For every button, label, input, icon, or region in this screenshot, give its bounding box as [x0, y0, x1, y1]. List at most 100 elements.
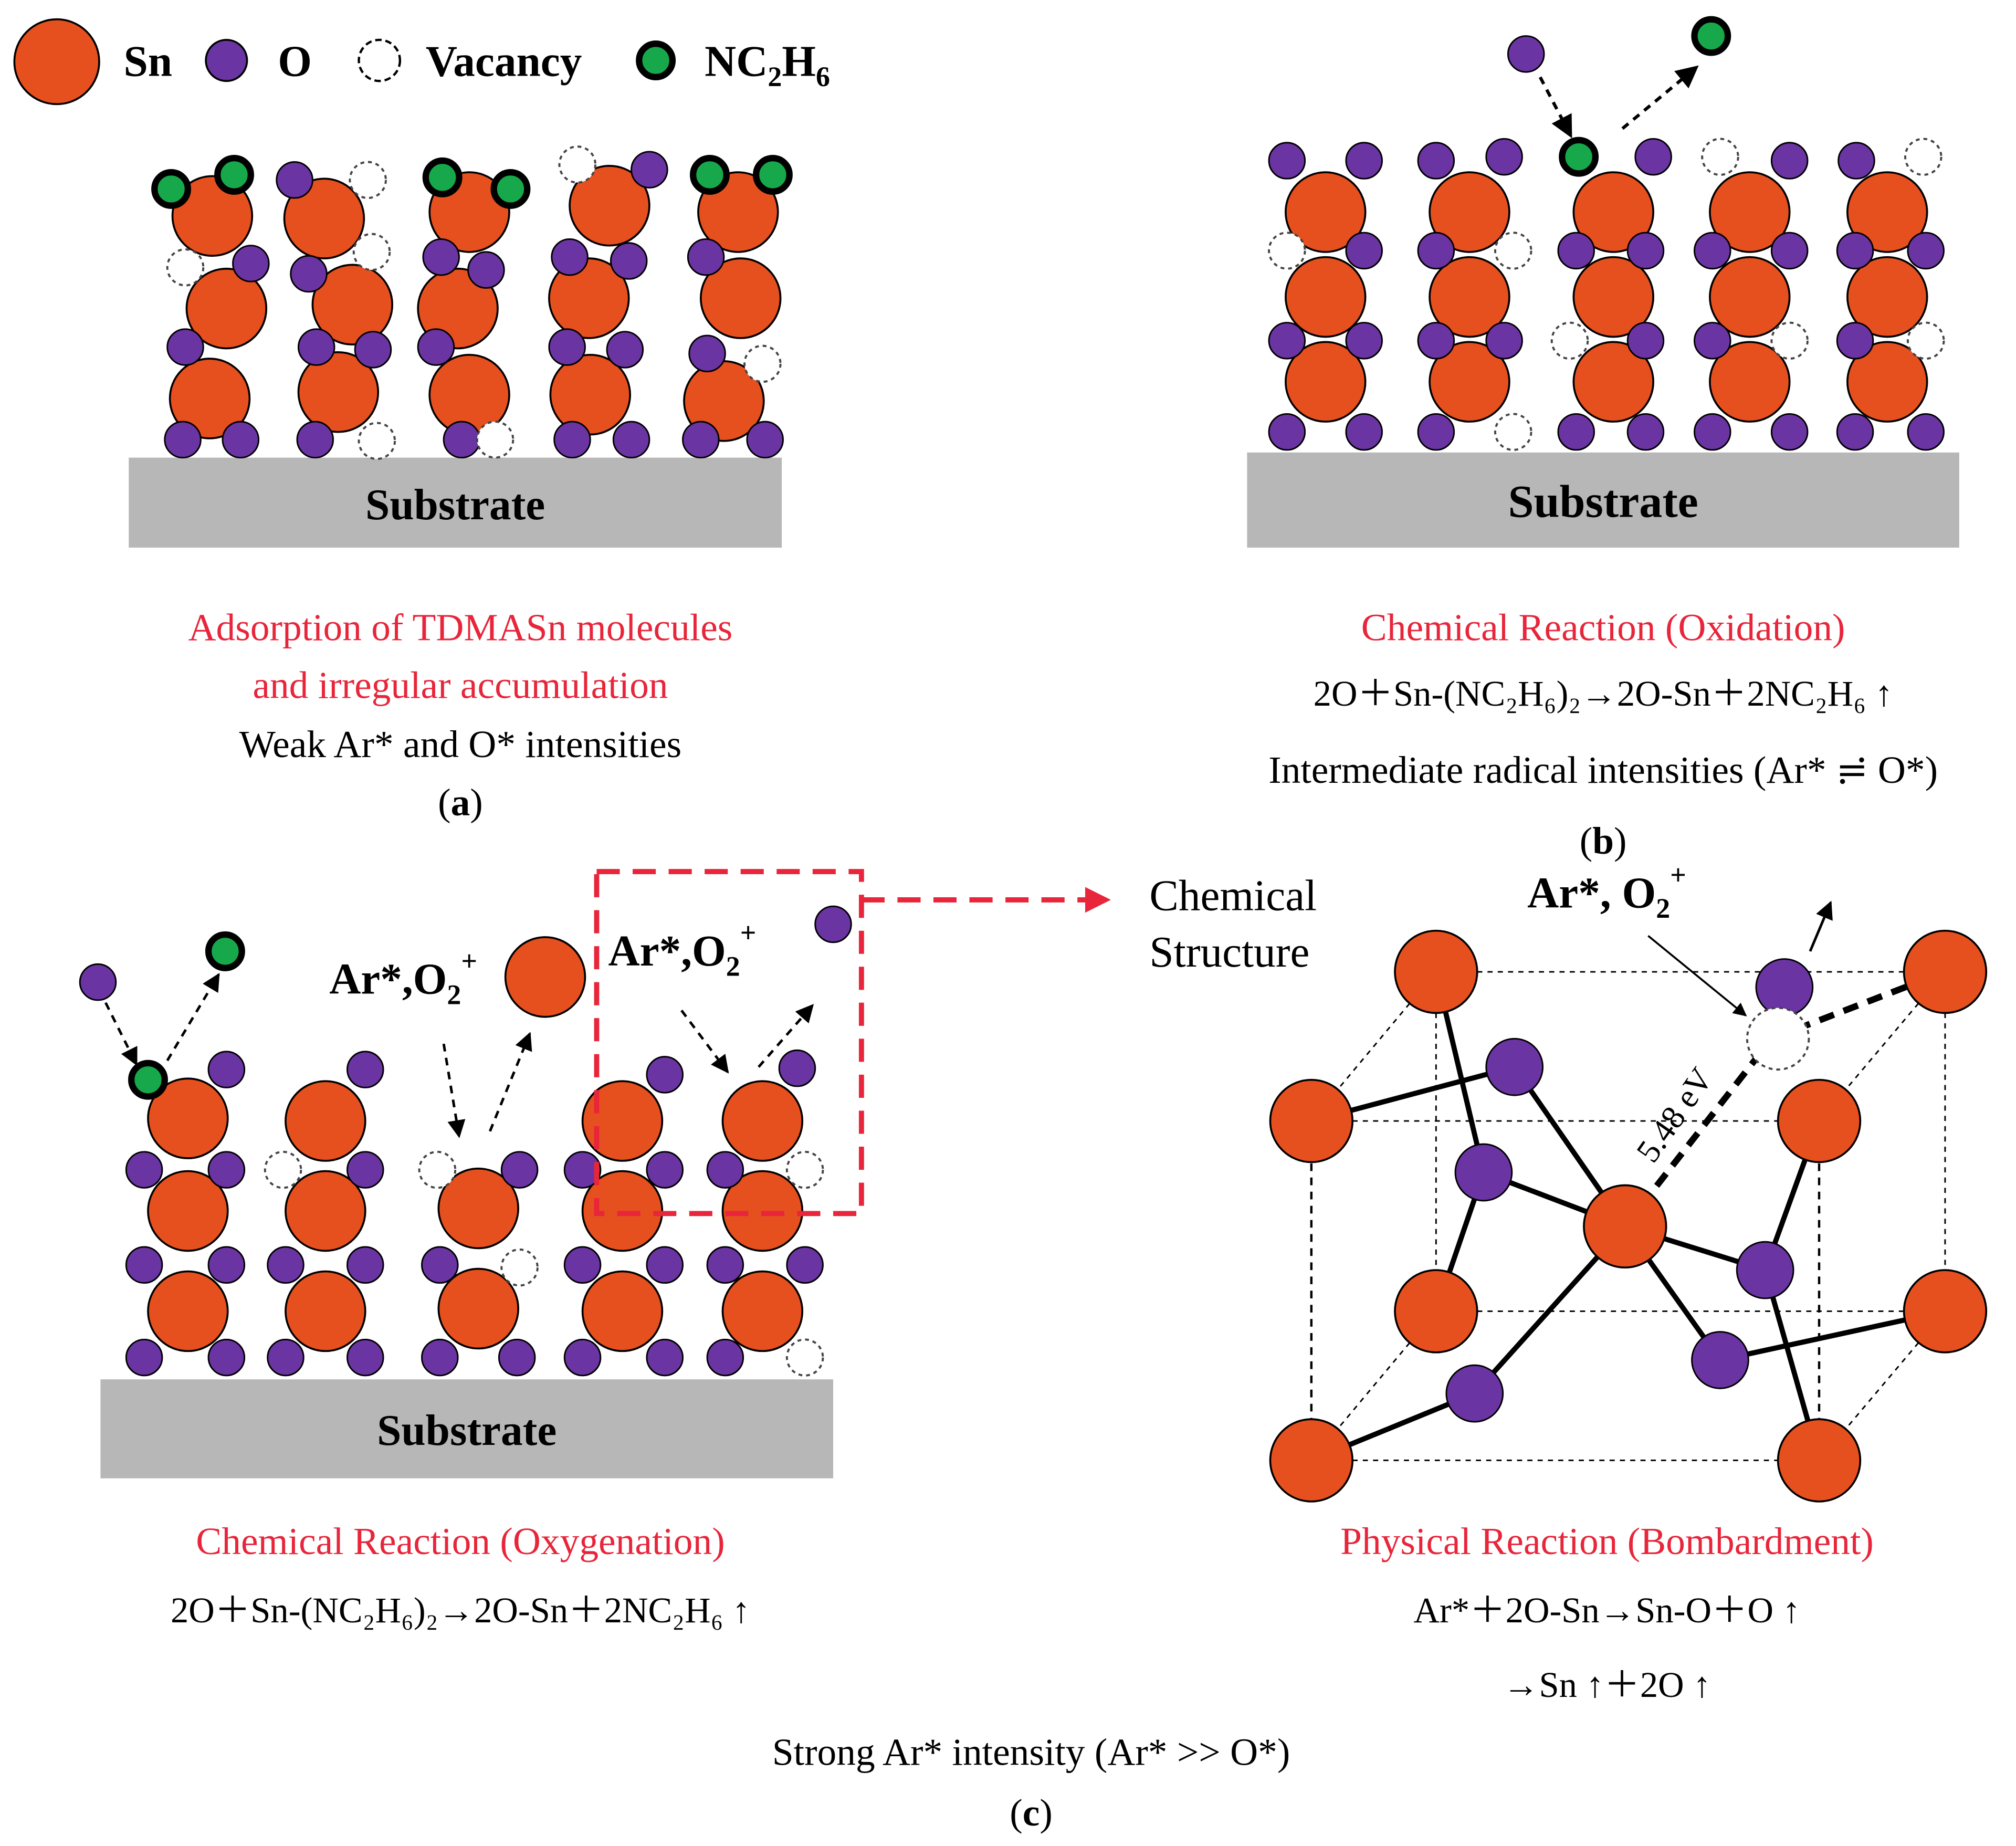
structure-radical-label: Ar*, O2+ [1527, 859, 1686, 925]
vacancy-site [352, 233, 391, 271]
o-atom [1345, 413, 1383, 451]
sn-atom [171, 175, 254, 257]
panel-c-right: Chemical Structure Ar*, O2+ 5.48 eV Phys… [1149, 859, 1988, 1705]
sn-atom [1846, 171, 1928, 253]
o-atom [222, 421, 260, 459]
vacancy-site [500, 1248, 539, 1287]
substrate-b-label: Substrate [1508, 476, 1698, 527]
panel-c-right-title: Physical Reaction (Bombardment) [1340, 1520, 1874, 1562]
vacancy-site [1906, 321, 1945, 360]
panel-c-left: Substrate Ar*,O2+ Ar*,O2+ Chemical React… [79, 869, 1111, 1630]
sn-atom [1903, 929, 1988, 1014]
o-atom [1268, 322, 1306, 360]
o-atom [563, 1246, 602, 1284]
o-atom [1417, 142, 1455, 180]
chem-structure-line2: Structure [1149, 928, 1309, 977]
o-atom [551, 238, 589, 276]
zoom-box [594, 869, 864, 1216]
sn-atom [283, 177, 365, 259]
o-atom [346, 1051, 384, 1088]
vacancy-site [1770, 321, 1809, 360]
o-atom [1694, 232, 1731, 270]
o-atom [1836, 232, 1874, 270]
o-atom [1770, 413, 1809, 451]
sn-atom [147, 1077, 229, 1159]
sn-atom [311, 264, 394, 346]
o-atom [1507, 35, 1545, 73]
sn-atom [1709, 341, 1791, 423]
panel-c-right-equation2: →Sn ↑＋2O ↑ [1503, 1665, 1711, 1705]
sn-atom [169, 358, 251, 439]
bond-energy-label: 5.48 eV [1629, 1061, 1720, 1169]
nc2h6-group [1559, 137, 1599, 177]
o-atom [563, 1338, 602, 1377]
sn-atom [147, 1170, 229, 1252]
nc2h6-group [205, 931, 245, 971]
o-atom [467, 251, 505, 289]
vacancy-site [1904, 138, 1942, 176]
sn-atom [581, 1080, 664, 1162]
panel-b-arrow-in [1538, 76, 1573, 139]
o-atom [346, 1246, 384, 1284]
nc2h6-group [422, 157, 463, 197]
panel-b-tag: (b) [1580, 820, 1627, 862]
sn-atom [437, 1267, 519, 1350]
substrate-c-label: Substrate [377, 1407, 556, 1455]
sn-atom [437, 1167, 519, 1250]
o-atom [612, 421, 650, 459]
o-atom [421, 1338, 459, 1377]
o-atom [1268, 413, 1306, 451]
o-atom [422, 238, 460, 276]
sn-atom [1572, 341, 1654, 423]
o-atom [1557, 232, 1595, 270]
o-atom [296, 421, 334, 459]
sn-atom [1572, 256, 1654, 338]
o-atom [1485, 138, 1523, 176]
o-atom [1838, 142, 1875, 180]
o-atom [1345, 142, 1383, 180]
substrate-a [129, 457, 782, 548]
o-atom [1770, 142, 1809, 180]
o-atom [706, 1151, 744, 1189]
legend-vacancy-label: Vacancy [426, 37, 582, 86]
o-atom [646, 1056, 684, 1094]
o-atom [786, 1246, 824, 1284]
o-atom [1485, 1037, 1544, 1096]
panel-a-tag: (a) [438, 781, 483, 823]
sn-atom [1903, 1269, 1988, 1354]
o-atom [706, 1338, 744, 1377]
sn-atom [1709, 171, 1791, 253]
sn-atom [1583, 1184, 1667, 1269]
o-atom [125, 1338, 163, 1377]
unit-cell-atoms [1269, 929, 1988, 1503]
vacancy-site [349, 161, 387, 200]
o-atom [1454, 1143, 1513, 1202]
legend-nc2h6-label: NC2H6 [705, 37, 830, 92]
o-atom [1694, 322, 1731, 360]
o-atom [1634, 138, 1672, 176]
o-atom [1268, 142, 1306, 180]
o-atom [1907, 413, 1945, 451]
sn-atom [699, 257, 782, 339]
ejected-o-arrow [1809, 900, 1833, 952]
o-atom [1736, 1241, 1794, 1299]
nc2h6-group [1691, 16, 1731, 56]
vacancy-site [558, 145, 597, 184]
o-atom [1626, 322, 1665, 360]
sn-atom [285, 1270, 366, 1352]
sn-atom [504, 936, 586, 1018]
o-atom [1755, 958, 1814, 1016]
o-atom [606, 331, 644, 369]
o-atom [125, 1151, 163, 1189]
o-atom [290, 255, 328, 293]
radical-pointer [1647, 935, 1747, 1016]
substrate-b [1247, 452, 1959, 548]
o-atom [276, 161, 313, 199]
o-atom [563, 1151, 602, 1189]
vacancy-site [785, 1338, 824, 1377]
o-atom [1417, 232, 1455, 270]
o-atom [688, 334, 726, 373]
panel-a-description: Weak Ar* and O* intensities [239, 723, 682, 765]
panel-a-title-line1: Adsorption of TDMASn molecules [188, 606, 732, 648]
chem-structure-line1: Chemical [1149, 872, 1317, 920]
